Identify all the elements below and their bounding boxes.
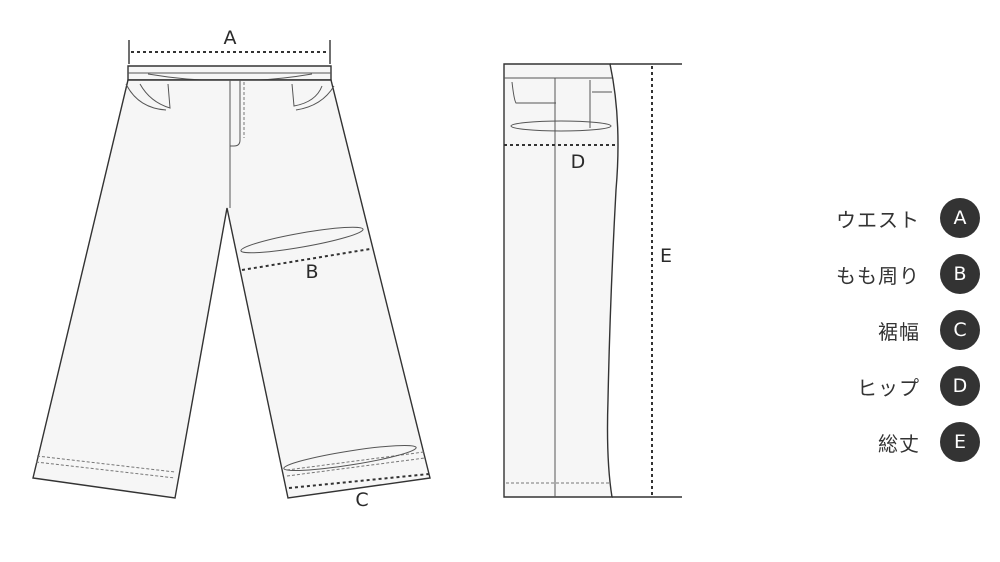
label-a: A bbox=[224, 27, 237, 49]
dimension-a: A bbox=[128, 27, 331, 64]
front-right-pocket bbox=[291, 83, 323, 107]
side-back-pocket bbox=[511, 81, 556, 104]
legend-item-hip: ヒップ D bbox=[780, 366, 980, 406]
legend-badge: B bbox=[940, 254, 980, 294]
legend-label: ヒップ bbox=[857, 375, 920, 400]
legend-label: 総丈 bbox=[878, 431, 920, 456]
hem-ellipse bbox=[283, 444, 417, 472]
legend-badge: A bbox=[940, 198, 980, 238]
front-view: A B C bbox=[32, 27, 431, 511]
legend-label: 裾幅 bbox=[878, 319, 920, 344]
label-e: E bbox=[660, 245, 672, 267]
front-left-pocket bbox=[139, 83, 171, 109]
legend-badge: D bbox=[940, 366, 980, 406]
legend-label: もも周り bbox=[836, 263, 920, 288]
measurement-legend: ウエスト A もも周り B 裾幅 C ヒップ D 総丈 E bbox=[780, 198, 980, 478]
legend-badge: E bbox=[940, 422, 980, 462]
thigh-ellipse bbox=[240, 226, 364, 254]
side-body-outline bbox=[503, 63, 619, 498]
legend-item-length: 総丈 E bbox=[780, 422, 980, 462]
legend-badge: C bbox=[940, 310, 980, 350]
front-body-outline bbox=[32, 79, 431, 499]
legend-item-thigh: もも周り B bbox=[780, 254, 980, 294]
legend-item-waist: ウエスト A bbox=[780, 198, 980, 238]
side-view: D E bbox=[503, 63, 682, 498]
dimension-e: E bbox=[610, 63, 682, 498]
legend-label: ウエスト bbox=[836, 207, 920, 232]
legend-item-hem: 裾幅 C bbox=[780, 310, 980, 350]
label-c: C bbox=[355, 489, 368, 511]
label-b: B bbox=[305, 261, 318, 283]
label-d: D bbox=[571, 151, 586, 173]
